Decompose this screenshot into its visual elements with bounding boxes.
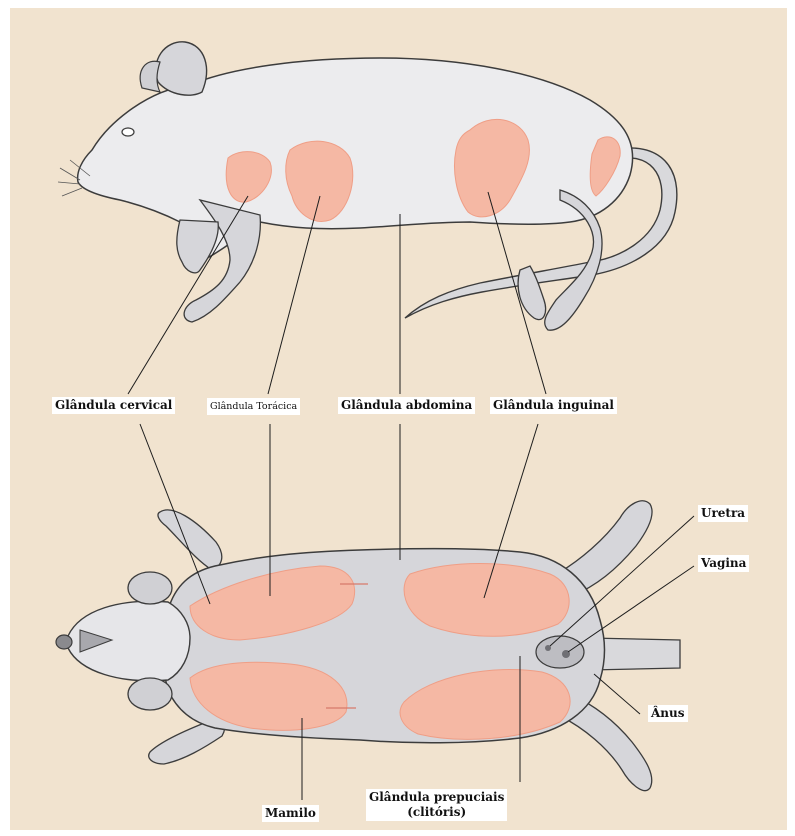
label-anus: Ânus: [648, 705, 688, 722]
lateral-ear: [156, 42, 207, 95]
label-glandula-inguinal: Glândula inguinal: [490, 397, 617, 414]
label-glandula-toracica: Glândula Torácica: [207, 398, 300, 415]
label-glandula-prepuciais-line1: Glândula prepuciais: [369, 790, 504, 805]
label-glandula-abdomina: Glândula abdomina: [338, 397, 475, 414]
ventral-gland-inguinal-top: [404, 564, 569, 637]
label-uretra: Uretra: [698, 505, 748, 522]
ventral-ear-bottom: [128, 678, 172, 710]
label-glandula-prepuciais: Glândula prepuciais (clitóris): [366, 789, 507, 821]
label-vagina: Vagina: [698, 555, 749, 572]
ventral-snout: [56, 635, 72, 649]
label-glandula-cervical: Glândula cervical: [52, 397, 175, 414]
ventral-ear-top: [128, 572, 172, 604]
lateral-eye: [122, 128, 134, 136]
label-mamilo: Mamilo: [262, 805, 319, 822]
label-glandula-prepuciais-line2: (clitóris): [369, 805, 504, 820]
ventral-genital-region: [536, 636, 584, 668]
